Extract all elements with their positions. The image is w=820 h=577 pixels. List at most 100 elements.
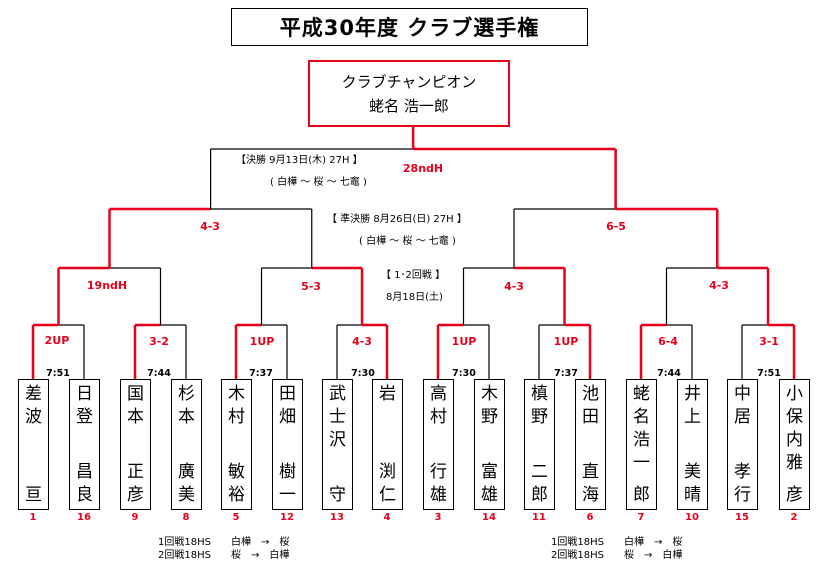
start-time: 7:37 [249, 368, 273, 379]
player-box: 高村行雄 [423, 379, 454, 510]
player-given-name: 二郎 [531, 461, 548, 507]
name-char: 郎 [633, 485, 650, 505]
semifinal-info-line2: ( 白樺 ～ 桜 ～ 七竈 ) [359, 236, 456, 247]
name-char: 孝 [734, 462, 751, 482]
seed-number: 15 [735, 512, 749, 523]
seed-number: 16 [77, 512, 91, 523]
player-given-name: 昌良 [76, 461, 93, 507]
player-given-name: 亘 [25, 484, 42, 507]
name-char: 波 [25, 407, 42, 427]
seed-number: 11 [532, 512, 546, 523]
seed-number: 3 [434, 512, 442, 523]
start-time: 7:44 [147, 368, 171, 379]
name-char: 雅 [786, 453, 803, 473]
name-char: 蛯 [633, 384, 650, 404]
player-box: 中居孝行 [727, 379, 758, 510]
name-char: 小 [786, 384, 803, 404]
quarter-score: 19ndH [86, 279, 128, 292]
seed-number: 8 [182, 512, 190, 523]
quarter-score: 4-3 [504, 280, 524, 293]
name-char: 野 [531, 407, 548, 427]
player-family-name: 小保内雅 [786, 383, 803, 475]
player-box: 木野富雄 [474, 379, 505, 510]
name-char: 村 [430, 407, 447, 427]
name-char: 登 [76, 407, 93, 427]
name-char: 彦 [127, 485, 144, 505]
name-char: 二 [531, 462, 548, 482]
name-char: 彦 [786, 485, 803, 505]
name-char: 畑 [279, 407, 296, 427]
name-char: 木 [481, 384, 498, 404]
name-char: 浩 [633, 430, 650, 450]
player-box: 小保内雅彦 [779, 379, 810, 510]
page-title: 平成30年度 クラブ選手権 [231, 8, 588, 46]
name-char: 岩 [379, 384, 396, 404]
player-box: 岩渕仁 [372, 379, 403, 510]
name-char: 仁 [379, 485, 396, 505]
seed-number: 10 [685, 512, 699, 523]
name-char: 井 [684, 384, 701, 404]
champion-box: クラブチャンピオン 蛯名 浩一郎 [308, 60, 510, 127]
seed-number: 7 [637, 512, 645, 523]
player-box: 田畑樹一 [272, 379, 303, 510]
player-given-name: 樹一 [279, 461, 296, 507]
start-time: 7:37 [554, 368, 578, 379]
player-box: 差波亘 [18, 379, 49, 510]
name-char: 亘 [25, 485, 42, 505]
name-char: 士 [329, 407, 346, 427]
name-char: 郎 [531, 485, 548, 505]
course-notes-left: 1回戦18HS 白樺 → 桜 2回戦18HS 桜 → 白樺 [158, 537, 290, 561]
name-char: 保 [786, 407, 803, 427]
player-family-name: 国本 [127, 383, 144, 429]
seed-number: 12 [280, 512, 294, 523]
name-char: 富 [481, 462, 498, 482]
player-family-name: 差波 [25, 383, 42, 429]
player-family-name: 木村 [228, 383, 245, 429]
player-family-name: 木野 [481, 383, 498, 429]
player-family-name: 武士沢 [329, 383, 346, 452]
name-char: 沢 [329, 430, 346, 450]
name-char: 行 [734, 485, 751, 505]
name-char: 高 [430, 384, 447, 404]
seed-number: 4 [383, 512, 391, 523]
first-round-score: 1UP [249, 335, 275, 348]
player-given-name: 富雄 [481, 461, 498, 507]
quarter-score: 5-3 [301, 280, 321, 293]
player-family-name: 岩 [379, 383, 396, 406]
first-round-score: 3-1 [759, 335, 779, 348]
first-round-score: 1UP [451, 335, 477, 348]
name-char: 野 [481, 407, 498, 427]
player-box: 日登昌良 [69, 379, 100, 510]
champion-label: クラブチャンピオン [341, 72, 477, 91]
player-family-name: 槙野 [531, 383, 548, 429]
player-family-name: 蛯名浩一 [633, 383, 650, 475]
player-given-name: 正彦 [127, 461, 144, 507]
player-given-name: 廣美 [178, 461, 195, 507]
course-notes-right: 1回戦18HS 白樺 → 桜 2回戦18HS 桜 → 白樺 [551, 537, 683, 561]
name-char: 晴 [684, 485, 701, 505]
name-char: 美 [178, 485, 195, 505]
name-char: 杉 [178, 384, 195, 404]
name-char: 本 [127, 407, 144, 427]
name-char: 守 [329, 485, 346, 505]
first-round-score: 3-2 [149, 335, 169, 348]
start-time: 7:51 [46, 368, 70, 379]
seed-number: 14 [482, 512, 496, 523]
name-char: 裕 [228, 485, 245, 505]
player-given-name: 彦 [786, 484, 803, 507]
name-char: 直 [582, 462, 599, 482]
first-round-score: 2UP [44, 334, 70, 347]
name-char: 武 [329, 384, 346, 404]
round12-info-line1: 【 1･2回戦 】 [381, 270, 446, 281]
start-time: 7:51 [757, 368, 781, 379]
name-char: 樹 [279, 462, 296, 482]
first-round-score: 6-4 [658, 335, 678, 348]
player-family-name: 高村 [430, 383, 447, 429]
final-info-line2: ( 白樺 ～ 桜 ～ 七竈 ) [270, 177, 367, 188]
seed-number: 13 [330, 512, 344, 523]
final-info-line1: 【決勝 9月13日(木) 27H 】 [236, 155, 363, 166]
player-family-name: 井上 [684, 383, 701, 429]
name-char: 中 [734, 384, 751, 404]
name-char: 名 [633, 407, 650, 427]
